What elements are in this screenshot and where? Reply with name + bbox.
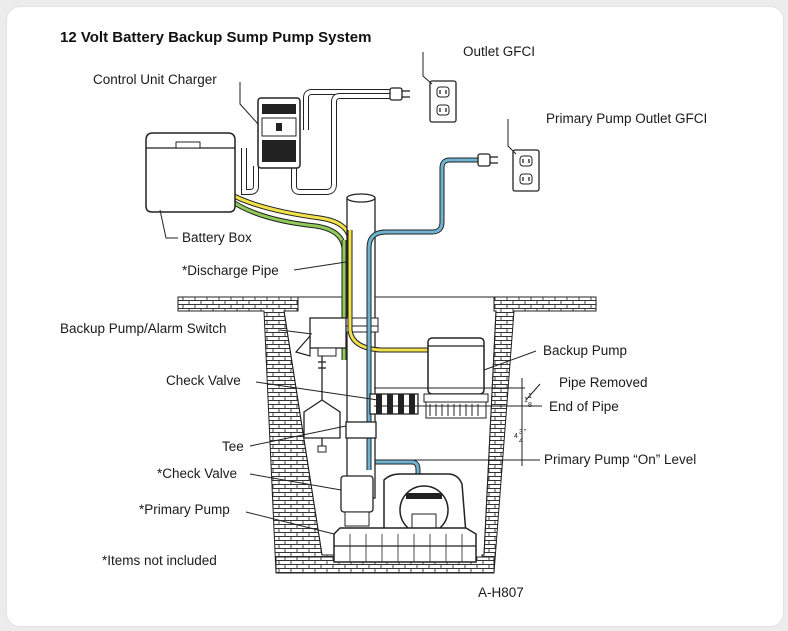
leader-lines: [159, 52, 542, 535]
label-primary-pump-outlet-gfci: Primary Pump Outlet GFCI: [546, 111, 707, 126]
battery-box: [145, 132, 236, 213]
control-unit-charger: [257, 97, 301, 169]
label-primary-check-valve: *Check Valve: [157, 466, 237, 481]
label-battery-box: Battery Box: [182, 230, 252, 245]
label-items-not-included: *Items not included: [102, 553, 217, 568]
label-control-unit-charger: Control Unit Charger: [93, 72, 217, 87]
primary-pump-outlet-gfci: [512, 149, 540, 192]
label-tee: Tee: [222, 439, 244, 454]
dimension-top: 1 1 8: [524, 393, 532, 409]
label-part-code: A-H807: [478, 585, 524, 600]
label-backup-pump: Backup Pump: [543, 343, 627, 358]
outlet-gfci: [429, 80, 457, 123]
svg-text:”: ”: [524, 429, 527, 436]
svg-text:1: 1: [524, 397, 528, 404]
label-primary-pump-on-level: Primary Pump “On” Level: [544, 452, 696, 467]
label-outlet-gfci: Outlet GFCI: [463, 44, 535, 59]
check-valve: [369, 393, 419, 415]
backup-pump-alarm-switch: [294, 317, 347, 453]
svg-text:4: 4: [514, 433, 518, 440]
svg-text:4: 4: [519, 438, 523, 445]
label-end-of-pipe: End of Pipe: [549, 399, 619, 414]
label-pipe-removed: Pipe Removed: [559, 375, 648, 390]
label-discharge-pipe: *Discharge Pipe: [182, 263, 279, 278]
label-check-valve: Check Valve: [166, 373, 241, 388]
label-backup-pump-alarm-switch: Backup Pump/Alarm Switch: [60, 321, 227, 336]
label-primary-pump: *Primary Pump: [139, 502, 230, 517]
svg-text:8: 8: [528, 402, 532, 409]
svg-text:1: 1: [528, 393, 532, 400]
svg-text:3: 3: [519, 429, 523, 436]
diagram-title: 12 Volt Battery Backup Sump Pump System: [60, 29, 371, 46]
primary-pump: [333, 473, 477, 563]
dimension-bottom: 4 3 4 ”: [514, 429, 527, 445]
charger-plug: [389, 87, 410, 101]
tee: [345, 421, 377, 439]
primary-check-valve: [340, 475, 374, 527]
primary-pump-plug: [477, 153, 498, 167]
